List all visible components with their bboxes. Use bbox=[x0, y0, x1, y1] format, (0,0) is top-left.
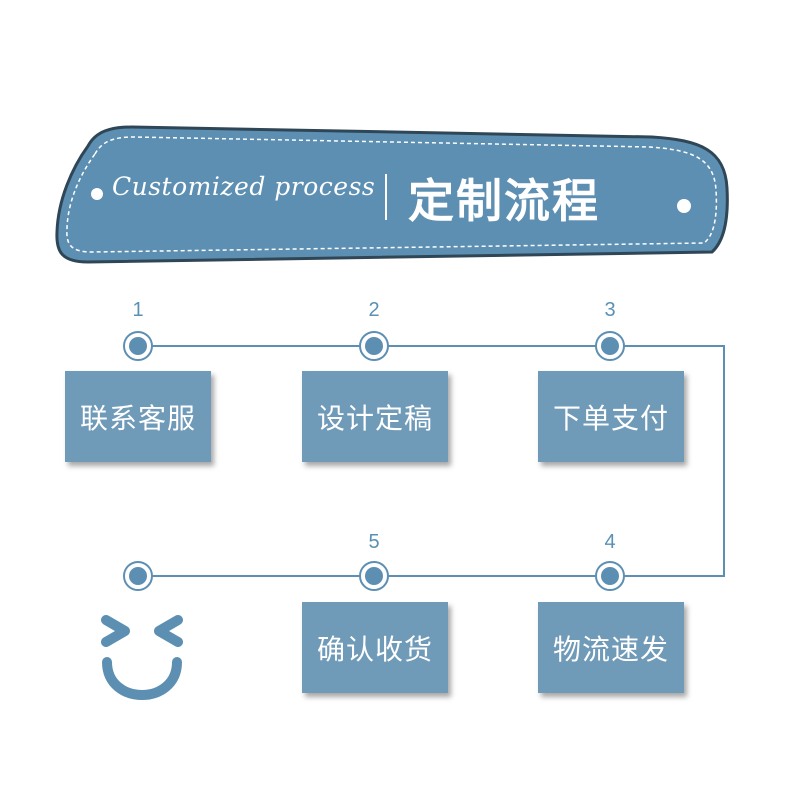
node-step-3 bbox=[595, 331, 625, 361]
banner-dot-right bbox=[677, 199, 691, 213]
banner-shape bbox=[55, 125, 729, 264]
step-3-box: 下单支付 bbox=[538, 371, 684, 462]
banner-english-title: Customized process bbox=[112, 172, 376, 201]
step-2-box: 设计定稿 bbox=[302, 371, 448, 462]
node-step-4 bbox=[595, 561, 625, 591]
banner-stitch bbox=[66, 136, 718, 253]
step-4-number: 4 bbox=[604, 531, 616, 553]
node-step-1 bbox=[123, 331, 153, 361]
step-3-number: 3 bbox=[604, 299, 616, 321]
banner bbox=[55, 125, 729, 264]
step-5-label: 确认收货 bbox=[316, 632, 433, 666]
step-2-number: 2 bbox=[368, 299, 380, 321]
node-step-5 bbox=[359, 561, 389, 591]
banner-chinese-title: 定制流程 bbox=[408, 174, 600, 228]
node-step-2 bbox=[359, 331, 389, 361]
step-5-box: 确认收货 bbox=[302, 602, 448, 693]
step-4-label: 物流速发 bbox=[552, 632, 669, 666]
step-4-box: 物流速发 bbox=[538, 602, 684, 693]
node-end bbox=[123, 561, 153, 591]
step-1-box: 联系客服 bbox=[65, 371, 211, 462]
smiley-face-icon bbox=[101, 615, 183, 700]
step-1-number: 1 bbox=[132, 299, 144, 321]
step-5-number: 5 bbox=[368, 531, 380, 553]
step-1-label: 联系客服 bbox=[79, 401, 196, 435]
flow-line bbox=[138, 345, 725, 577]
step-3-label: 下单支付 bbox=[552, 401, 669, 435]
banner-dot-left bbox=[91, 188, 103, 200]
step-2-label: 设计定稿 bbox=[316, 401, 433, 435]
